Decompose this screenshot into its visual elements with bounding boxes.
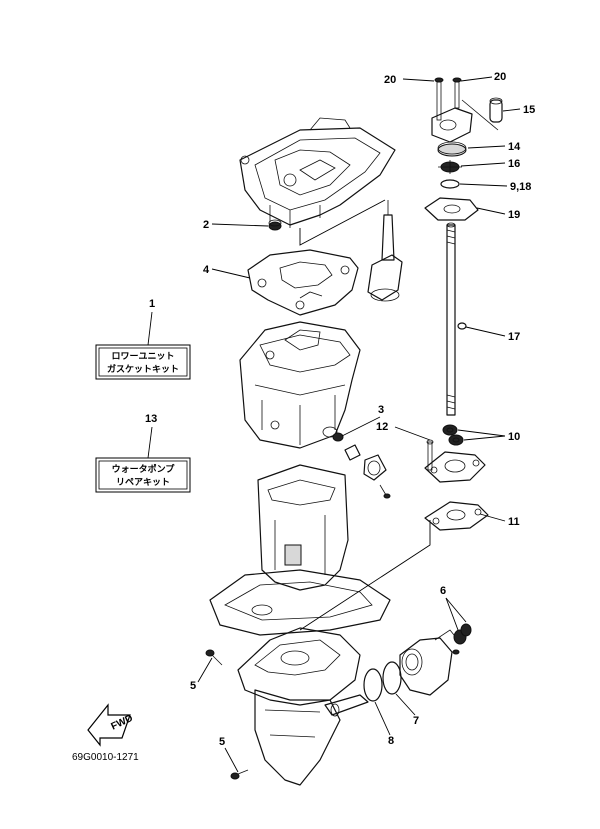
part-8-o-ring: [363, 668, 383, 702]
pump-kit-line2: リペアキット: [116, 477, 170, 488]
drive-shaft: [446, 222, 456, 416]
part-5-bolt-lower: [230, 769, 249, 780]
water-pump-housing: [424, 451, 486, 483]
callout-5-lower: 5: [219, 736, 225, 748]
callout-5-upper: 5: [190, 680, 196, 692]
callout-4: 4: [203, 264, 210, 276]
diagram-code: 69G0010-1271: [72, 752, 139, 763]
callout-12: 12: [376, 421, 388, 433]
callout-20-left: 20: [384, 74, 396, 86]
callout-14: 14: [508, 141, 521, 153]
lower-casing-block: [239, 321, 361, 449]
part-17-pin: [457, 322, 467, 330]
callout-16: 16: [508, 158, 520, 170]
part-4-gasket: [247, 249, 359, 316]
pump-kit-line1: ウォータポンプ: [112, 463, 176, 475]
callout-15: 15: [523, 104, 535, 116]
callout-9-18: 9,18: [510, 181, 531, 193]
callout-19: 19: [508, 209, 520, 221]
part-7-o-ring: [382, 661, 402, 695]
water-pump-cover: [431, 99, 499, 143]
callout-20-right: 20: [494, 71, 506, 83]
callout-11: 11: [508, 516, 520, 528]
part-6-oil-seals: [453, 623, 472, 645]
callout-1: 1: [149, 298, 155, 310]
callout-17: 17: [508, 331, 520, 343]
callout-6: 6: [440, 585, 446, 597]
part-5-bolt-upper: [205, 649, 223, 666]
part-15-tube: [489, 97, 503, 123]
part-19-outer-plate: [424, 197, 479, 221]
callout-13: 13: [145, 413, 157, 425]
upper-casing-exhaust: [209, 464, 391, 636]
pump-kit-box: ウォータポンプ リペアキット: [95, 457, 191, 493]
callout-7: 7: [413, 715, 419, 727]
prop-shaft-housing: [399, 629, 460, 696]
part-10-seals: [442, 424, 464, 446]
part-9-18-ring: [440, 179, 460, 189]
part-16-impeller: [438, 160, 462, 174]
shift-rod: [367, 200, 403, 302]
callout-8: 8: [388, 735, 394, 747]
callout-3: 3: [378, 404, 384, 416]
part-3-plug-assembly: [332, 432, 391, 499]
part-2-bush: [268, 219, 282, 231]
gasket-kit-line2: ガスケットキット: [107, 363, 179, 375]
part-14-insert: [437, 141, 467, 157]
callout-10: 10: [508, 431, 520, 443]
upper-casing-top: [239, 117, 396, 228]
fwd-arrow-icon: FWD: [87, 703, 135, 747]
part-11-plate: [424, 501, 489, 531]
gasket-kit-box: ロワーユニット ガスケットキット: [95, 344, 191, 380]
lower-unit-housing: [237, 627, 369, 786]
part-20-bolts: [434, 77, 462, 121]
callout-2: 2: [203, 219, 209, 231]
gasket-kit-line1: ロワーユニット: [111, 351, 174, 362]
